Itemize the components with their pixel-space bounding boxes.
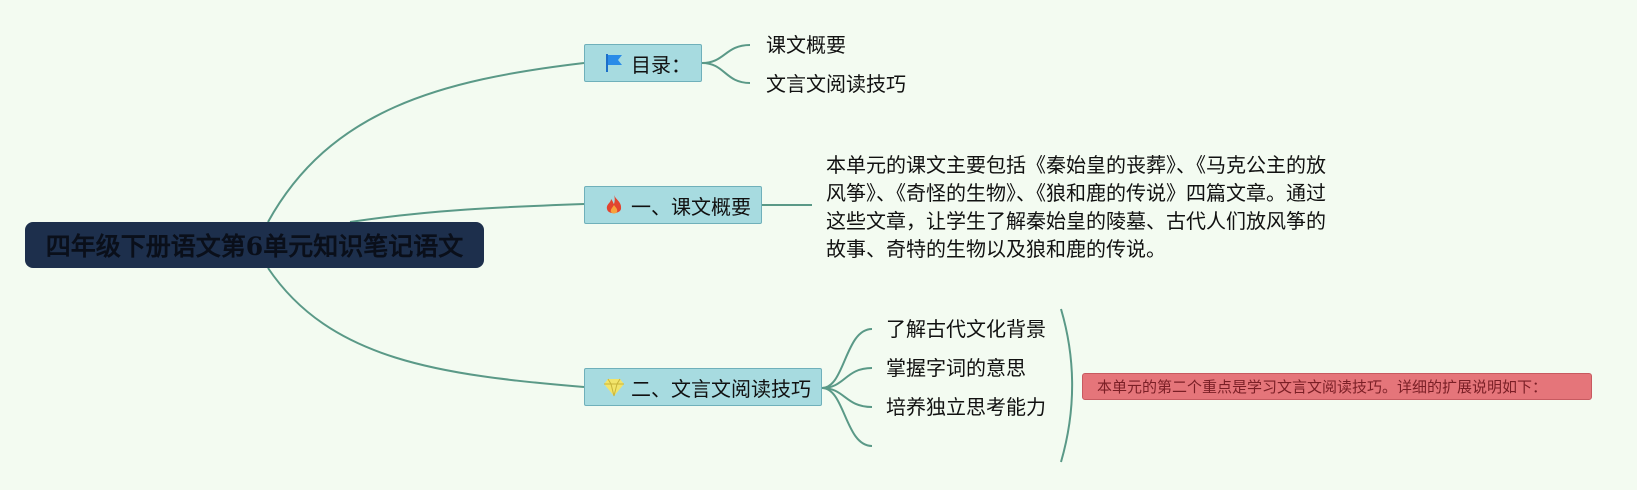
link-root-toc [267,62,585,223]
link-section2-item4 [821,387,873,447]
toc-item-reading-skills[interactable]: 文言文阅读技巧 [766,72,906,96]
link-root-section2 [267,267,585,388]
link-toc-item2 [701,62,751,84]
link-root-section1 [349,203,585,223]
branch-toc-label: 目录： [631,52,691,77]
section2-item-thinking[interactable]: 培养独立思考能力 [886,395,1046,419]
section2-item-culture[interactable]: 了解古代文化背景 [886,317,1046,341]
summary-bracket [1060,308,1074,463]
root-topic[interactable]: 四年级下册语文第6单元知识笔记语文 [25,222,484,268]
fire-icon [603,194,625,216]
gem-icon [603,376,625,398]
link-section2-item2 [821,367,873,389]
branch-section1[interactable]: 一、课文概要 [584,186,762,224]
link-toc-item1 [701,44,751,64]
section2-summary-note[interactable]: 本单元的第二个重点是学习文言文阅读技巧。详细的扩展说明如下： [1082,373,1592,400]
root-topic-title: 四年级下册语文第6单元知识笔记语文 [45,232,464,261]
section2-summary-note-text: 本单元的第二个重点是学习文言文阅读技巧。详细的扩展说明如下： [1097,378,1548,396]
branch-section1-label: 一、课文概要 [631,194,751,219]
flag-icon [603,52,625,74]
link-section2-item1 [821,328,873,389]
branch-toc[interactable]: 目录： [584,44,702,82]
branch-section2-label: 二、文言文阅读技巧 [631,376,811,401]
branch-section2[interactable]: 二、文言文阅读技巧 [584,368,822,406]
toc-item-summary[interactable]: 课文概要 [766,33,846,57]
section1-summary-text[interactable]: 本单元的课文主要包括《秦始皇的丧葬》、《马克公主的放风筝》、《奇怪的生物》、《狼… [826,153,1326,261]
section2-item-vocabulary[interactable]: 掌握字词的意思 [886,356,1026,380]
